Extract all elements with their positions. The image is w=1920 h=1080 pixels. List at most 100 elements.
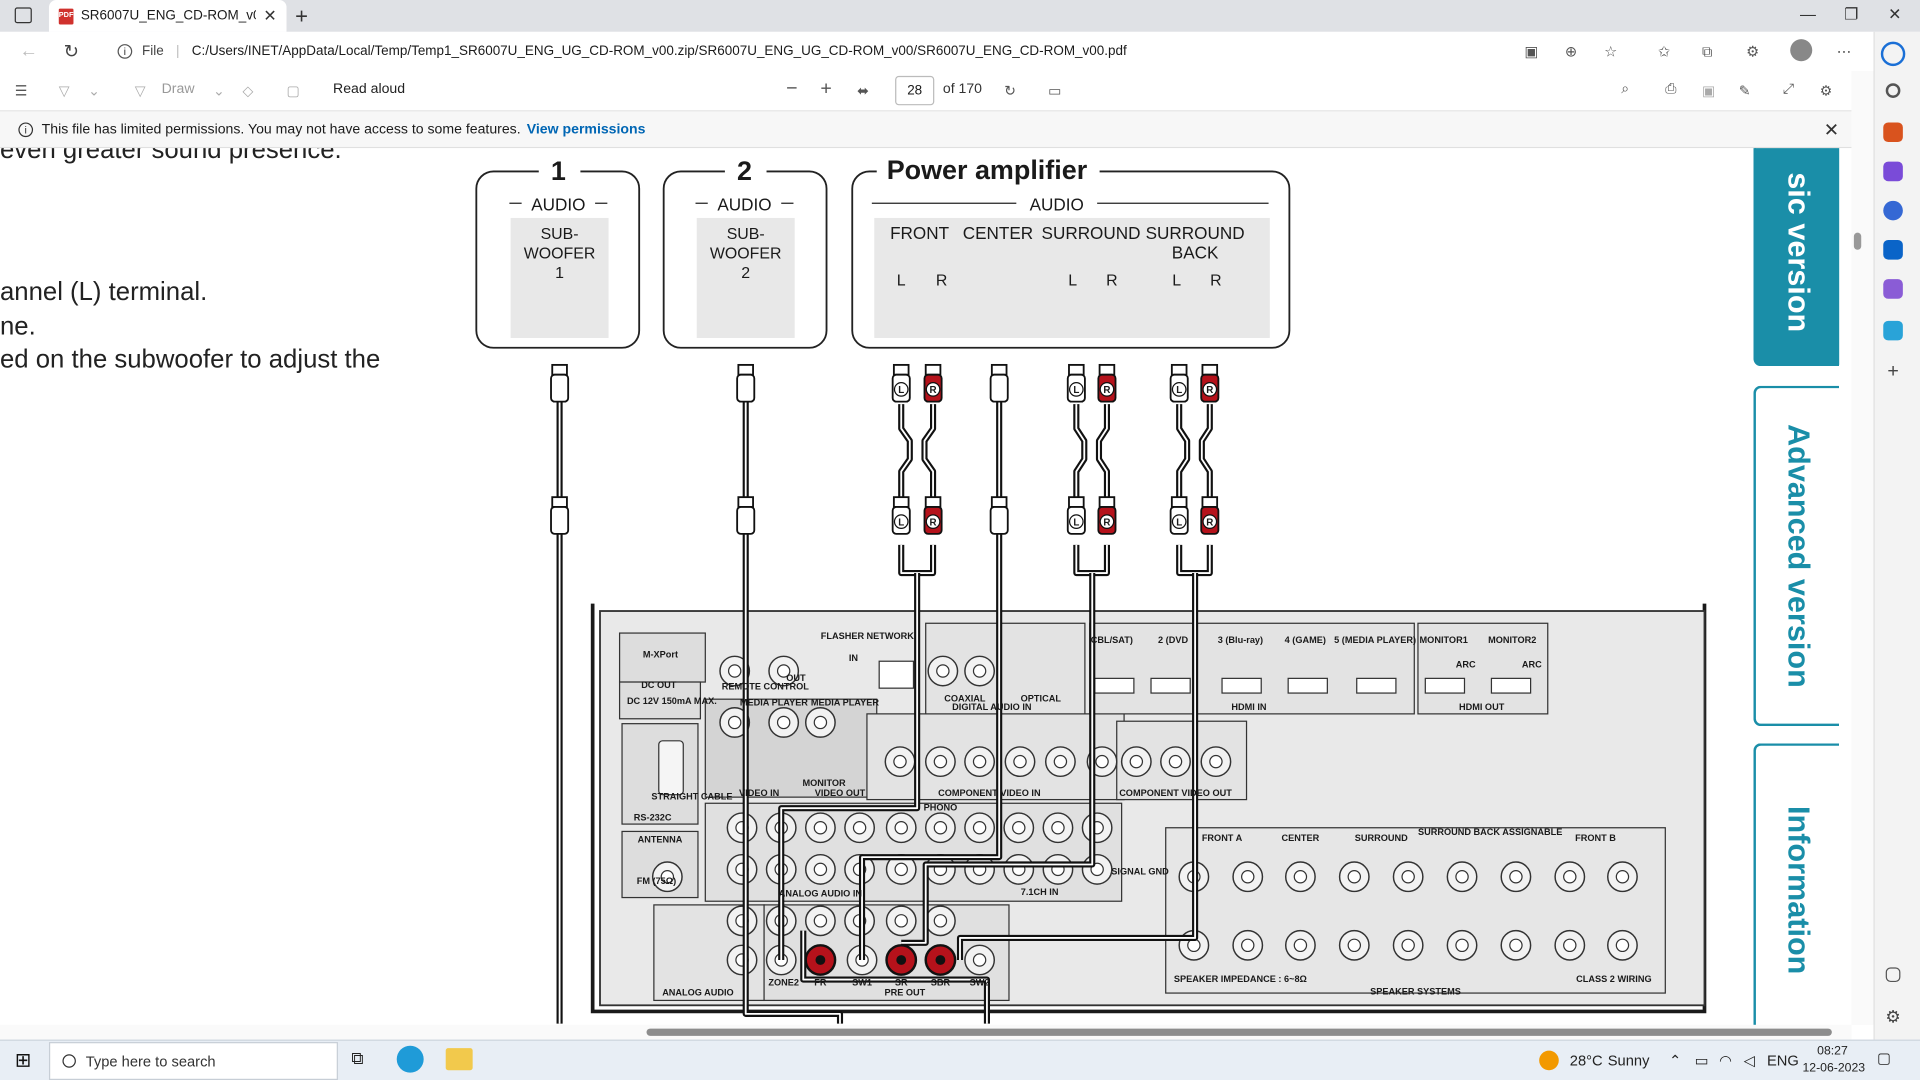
chevron-down-icon[interactable]: ⌄ [213, 84, 225, 100]
settings-gear-icon[interactable]: ⚙ [1819, 84, 1833, 100]
front-join-core [900, 544, 934, 574]
page-view-icon[interactable]: ▭ [1048, 84, 1062, 100]
notifications-icon[interactable]: ▢ [1877, 1049, 1892, 1067]
drop-icon[interactable] [1883, 320, 1903, 341]
wifi-icon[interactable]: ◠ [1719, 1051, 1733, 1069]
tools-icon[interactable] [1883, 161, 1903, 182]
add-icon[interactable]: + [1887, 361, 1899, 383]
save-icon[interactable]: ▣ [1702, 84, 1716, 100]
front-l-cable-core [900, 404, 911, 503]
refresh-icon[interactable]: ↻ [63, 41, 80, 63]
rear-panel-label: COMPONENT VIDEO OUT [1119, 788, 1232, 798]
taskbar-search[interactable]: Type here to search [48, 1042, 338, 1080]
preout-bundle-core [802, 930, 988, 1024]
surround-l-plug-bottom-badge [1068, 514, 1084, 529]
zoom-out-button[interactable]: − [786, 78, 798, 100]
back-icon[interactable]: ← [19, 40, 38, 62]
tab-actions-icon[interactable] [14, 7, 32, 24]
favorite-star-icon[interactable]: ☆ [1604, 42, 1618, 61]
rear-jack-inner [1347, 938, 1362, 953]
rear-panel-label: DIGITAL AUDIO IN [952, 702, 1031, 712]
settings-gear-icon[interactable]: ⚙ [1885, 1006, 1901, 1027]
surround-l-plug-bottom-letter: L [1073, 517, 1079, 528]
close-notice-icon[interactable]: ✕ [1823, 120, 1840, 141]
rear-jack-inner [1209, 754, 1223, 769]
draw-button[interactable]: Draw [161, 82, 195, 97]
extensions-icon[interactable]: ⚙ [1746, 42, 1760, 61]
battery-icon[interactable]: ▭ [1694, 1051, 1709, 1069]
sback-r-plug-bottom-letter: R [1206, 517, 1213, 528]
tray-overflow-icon[interactable]: ⌃ [1668, 1051, 1682, 1069]
windows-start-icon[interactable]: ⊞ [14, 1050, 32, 1072]
tab-advanced-version[interactable]: Advanced version [1753, 385, 1840, 727]
games-icon[interactable] [1883, 200, 1903, 221]
designer-icon[interactable] [1883, 279, 1903, 299]
vertical-scrollbar[interactable] [1851, 71, 1874, 1025]
body-text-line: annel (L) terminal. [0, 277, 208, 307]
bing-copilot-icon[interactable] [1880, 41, 1906, 67]
rear-panel-label: RS-232C [634, 812, 672, 822]
file-explorer-icon[interactable] [445, 1048, 473, 1071]
shopping-icon[interactable] [1883, 122, 1903, 143]
tab-information[interactable]: Information [1753, 743, 1840, 1025]
chevron-down-icon[interactable]: ⌄ [88, 84, 100, 100]
read-aloud-button[interactable]: Read aloud [333, 82, 406, 97]
surround-r-plug-top-letter: R [1103, 385, 1110, 396]
address-bar[interactable]: i File | C:/Users/INET/AppData/Local/Tem… [105, 35, 1644, 68]
clock-date[interactable]: 12-06-2023 [1802, 1061, 1866, 1076]
profile-avatar[interactable] [1790, 39, 1813, 62]
save-as-icon[interactable]: ✎ [1738, 84, 1751, 100]
edge-app-icon[interactable] [396, 1045, 424, 1073]
volume-icon[interactable]: ◁ [1743, 1051, 1755, 1069]
window-close-icon[interactable]: ✕ [1888, 4, 1902, 24]
sw1-plug-bottom-body [550, 506, 570, 535]
horizontal-scroll-thumb[interactable] [646, 1028, 1832, 1036]
new-tab-icon[interactable]: + [295, 3, 308, 29]
front-r-plug-top [924, 363, 942, 376]
rear-panel-label: SW1 [852, 978, 872, 988]
subwoofer-1-panel [510, 217, 609, 338]
amp-audio-label: AUDIO [1030, 195, 1084, 215]
close-tab-icon[interactable]: ✕ [263, 6, 277, 25]
page-number-input[interactable]: 28 [895, 75, 935, 106]
view-permissions-link[interactable]: View permissions [526, 121, 646, 137]
sidebar-toggle-icon[interactable] [1885, 967, 1901, 983]
rear-jack-inner [1401, 870, 1415, 884]
restore-icon[interactable]: ❐ [1844, 4, 1859, 24]
outlook-icon[interactable] [1883, 240, 1903, 260]
draw-icon[interactable]: ▽ [134, 84, 146, 100]
search-icon[interactable]: ⌕ [1621, 82, 1630, 97]
contents-icon[interactable]: ☰ [14, 84, 28, 100]
more-icon[interactable]: ⋯ [1836, 42, 1852, 61]
minimize-icon[interactable]: — [1800, 4, 1816, 24]
search-placeholder: Type here to search [85, 1052, 216, 1070]
task-view-icon[interactable]: ⧉ [351, 1048, 364, 1068]
print-icon[interactable]: ⎙ [1665, 82, 1677, 97]
zoom-in-button[interactable]: + [820, 78, 832, 100]
highlight-icon[interactable]: ▽ [58, 84, 70, 100]
rear-jack-inner [972, 754, 987, 769]
clock-time[interactable]: 08:27 [1817, 1044, 1848, 1058]
rear-jack-inner [776, 664, 791, 678]
fullscreen-icon[interactable]: ⤢ [1782, 82, 1795, 97]
weather-sun-icon [1539, 1050, 1559, 1071]
collections-icon[interactable]: ⧉ [1702, 42, 1713, 61]
pre-out-jack-pin [896, 955, 907, 965]
fit-width-icon[interactable]: ⬌ [857, 84, 869, 100]
zoom-icon[interactable]: ⊕ [1564, 42, 1578, 61]
tab-pdf[interactable]: PDF SR6007U_ENG_CD-ROM_v00.pdf ✕ [48, 0, 287, 32]
rotate-icon[interactable]: ↻ [1004, 84, 1016, 100]
favorites-icon[interactable]: ✩ [1657, 42, 1671, 61]
search-icon[interactable] [1885, 83, 1901, 98]
url-text[interactable]: C:/Users/INET/AppData/Local/Temp/Temp1_S… [191, 44, 1127, 59]
rear-panel-label: ANTENNA [638, 834, 683, 844]
tab-basic-version[interactable]: sic version [1753, 148, 1840, 367]
hd-icon[interactable]: ▣ [1524, 42, 1539, 61]
eraser-icon[interactable]: ◇ [242, 84, 254, 100]
site-info-icon[interactable]: i [117, 44, 133, 59]
center-cable-core [861, 367, 1001, 961]
language[interactable]: ENG [1766, 1051, 1799, 1069]
rear-jack-inner [1241, 870, 1255, 884]
text-icon[interactable]: ▢ [286, 84, 300, 100]
vertical-scroll-thumb[interactable] [1853, 232, 1862, 250]
